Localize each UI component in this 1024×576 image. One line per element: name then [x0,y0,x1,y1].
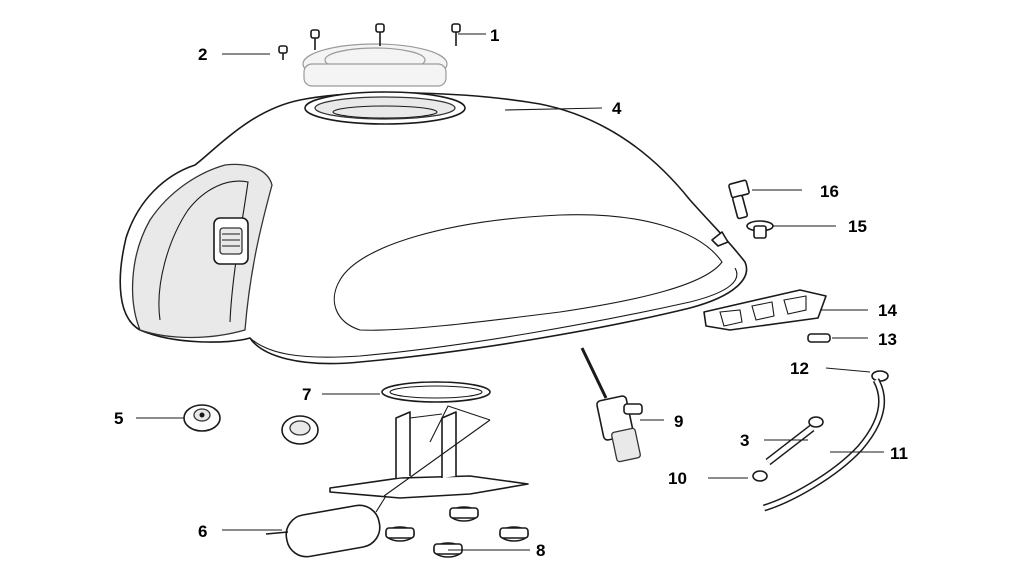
o-ring [381,381,491,403]
filler-cap-plate [302,43,448,87]
callout-8: 8 [536,541,545,560]
callout-13: 13 [878,330,897,349]
callout-10: 10 [668,469,687,488]
callout-2: 2 [198,45,207,64]
callout-14: 14 [878,301,897,320]
cap-nut [183,404,221,432]
fuel-valve [580,347,643,463]
callout-1: 1 [490,26,499,45]
fuel-hose-long [762,378,886,512]
screw [451,23,461,46]
callout-4: 4 [612,99,622,118]
callout-7: 7 [302,385,311,404]
fuel-hose-short [765,424,815,466]
screw [310,29,320,50]
hex-nut [499,526,529,542]
callout-12: 12 [790,359,809,378]
callout-6: 6 [198,522,207,541]
callout-5: 5 [114,409,123,428]
leader-lines [136,33,884,551]
callout-15: 15 [848,217,867,236]
tank-valve-boss [213,217,249,265]
screw [278,45,288,60]
fuel-float [265,495,387,558]
callout-16: 16 [820,182,839,201]
hose-clamp [808,416,824,428]
fuel-sender-bracket [329,405,529,499]
bolt [728,179,750,220]
hex-nut [449,506,479,522]
cap-nut [281,415,319,445]
hose-clamp [871,370,889,382]
screw [375,23,385,46]
spacer [807,333,831,343]
callout-9: 9 [674,412,683,431]
callout-11: 11 [890,444,908,463]
collar [746,220,774,239]
rubber-mount [703,289,827,331]
fuel-tank [119,91,748,365]
hex-nut [385,526,415,542]
hose-clamp [752,470,768,482]
callout-3: 3 [740,431,749,450]
